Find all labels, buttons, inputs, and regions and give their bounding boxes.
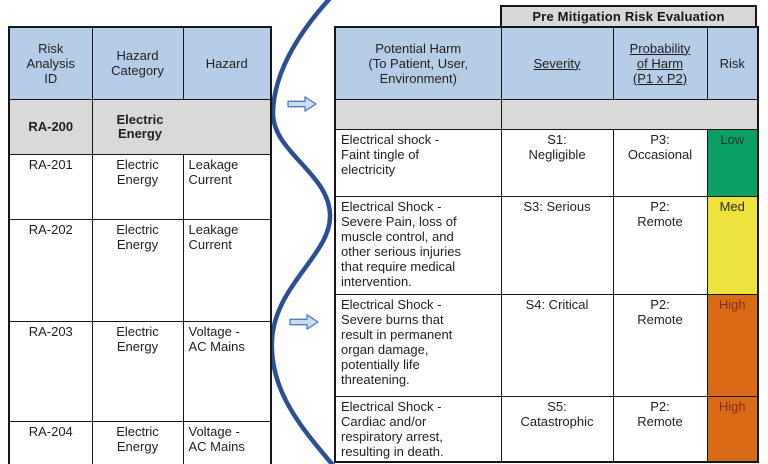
cell-hazard-category: Electric Energy: [91, 154, 184, 221]
table-row: RA-201 Electric Energy Leakage Current: [8, 154, 272, 221]
table-row: RA-203 Electric Energy Voltage - AC Main…: [8, 321, 272, 423]
header-probability-of-harm: Probability of Harm (P1 x P2): [612, 26, 708, 100]
cell-risk-id: RA-201: [8, 154, 93, 221]
hazard-table-header-row: Risk Analysis ID Hazard Category Hazard: [8, 26, 272, 100]
cell-potential-harm: Electrical Shock - Severe burns that res…: [334, 293, 502, 397]
group-row-id: RA-200: [8, 98, 93, 156]
table-row: Electrical Shock - Severe Pain, loss of …: [334, 195, 759, 295]
header-risk-analysis-id: Risk Analysis ID: [8, 26, 93, 100]
cell-severity: S1: Negligible: [500, 128, 614, 197]
cell-severity: S4: Critical: [500, 293, 614, 397]
table-row: Electrical Shock - Cardiac and/or respir…: [334, 395, 759, 463]
cell-probability: P3: Occasional: [612, 128, 708, 197]
group-row-ra-200: RA-200 Electric Energy: [8, 98, 272, 156]
cell-hazard: Voltage - AC Mains: [182, 321, 272, 423]
header-potential-harm: Potential Harm (To Patient, User, Enviro…: [334, 26, 502, 100]
cell-risk-id: RA-203: [8, 321, 93, 423]
risk-badge-cell: High: [706, 293, 759, 397]
cell-potential-harm: Electrical Shock - Severe Pain, loss of …: [334, 195, 502, 295]
table-row: Electrical Shock - Severe burns that res…: [334, 293, 759, 397]
cell-probability: P2: Remote: [612, 293, 708, 397]
cell-probability: P2: Remote: [612, 395, 708, 463]
cell-hazard: Voltage - AC Mains: [182, 421, 272, 464]
cell-potential-harm: Electrical shock - Faint tingle of elect…: [334, 128, 502, 197]
table-row: RA-204 Electric Energy Voltage - AC Main…: [8, 421, 272, 464]
risk-evaluation-table: Potential Harm (To Patient, User, Enviro…: [334, 26, 759, 463]
cell-probability: P2: Remote: [612, 195, 708, 295]
header-risk: Risk: [706, 26, 759, 100]
header-severity: Severity: [500, 26, 614, 100]
cell-potential-harm: Electrical Shock - Cardiac and/or respir…: [334, 395, 502, 463]
header-hazard-category: Hazard Category: [91, 26, 184, 100]
cell-hazard: Leakage Current: [182, 219, 272, 323]
risk-badge-cell: Med: [706, 195, 759, 295]
group-row-category-cell: Electric Energy: [91, 98, 272, 156]
pre-mitigation-banner: Pre Mitigation Risk Evaluation: [500, 5, 757, 28]
cell-hazard-category: Electric Energy: [91, 421, 184, 464]
cell-risk-id: RA-202: [8, 219, 93, 323]
group-row-category: Electric Energy: [116, 112, 164, 141]
cell-hazard: Leakage Current: [182, 154, 272, 221]
table-row: Electrical shock - Faint tingle of elect…: [334, 128, 759, 197]
spacer-cell: [334, 98, 502, 130]
header-hazard: Hazard: [182, 26, 272, 100]
cell-hazard-category: Electric Energy: [91, 321, 184, 423]
spacer-row: [334, 98, 759, 130]
right-arrow-icon: [289, 314, 319, 330]
hazard-table: Risk Analysis ID Hazard Category Hazard …: [8, 26, 272, 464]
cell-severity: S3: Serious: [500, 195, 614, 295]
right-arrow-icon: [287, 96, 317, 112]
risk-table-header-row: Potential Harm (To Patient, User, Enviro…: [334, 26, 759, 100]
cell-hazard-category: Electric Energy: [91, 219, 184, 323]
cell-severity: S5: Catastrophic: [500, 395, 614, 463]
wavy-divider-curve: [269, 0, 335, 464]
cell-risk-id: RA-204: [8, 421, 93, 464]
spacer-cell: [500, 98, 759, 130]
risk-badge-cell: Low: [706, 128, 759, 197]
risk-badge-cell: High: [706, 395, 759, 463]
table-row: RA-202 Electric Energy Leakage Current: [8, 219, 272, 323]
